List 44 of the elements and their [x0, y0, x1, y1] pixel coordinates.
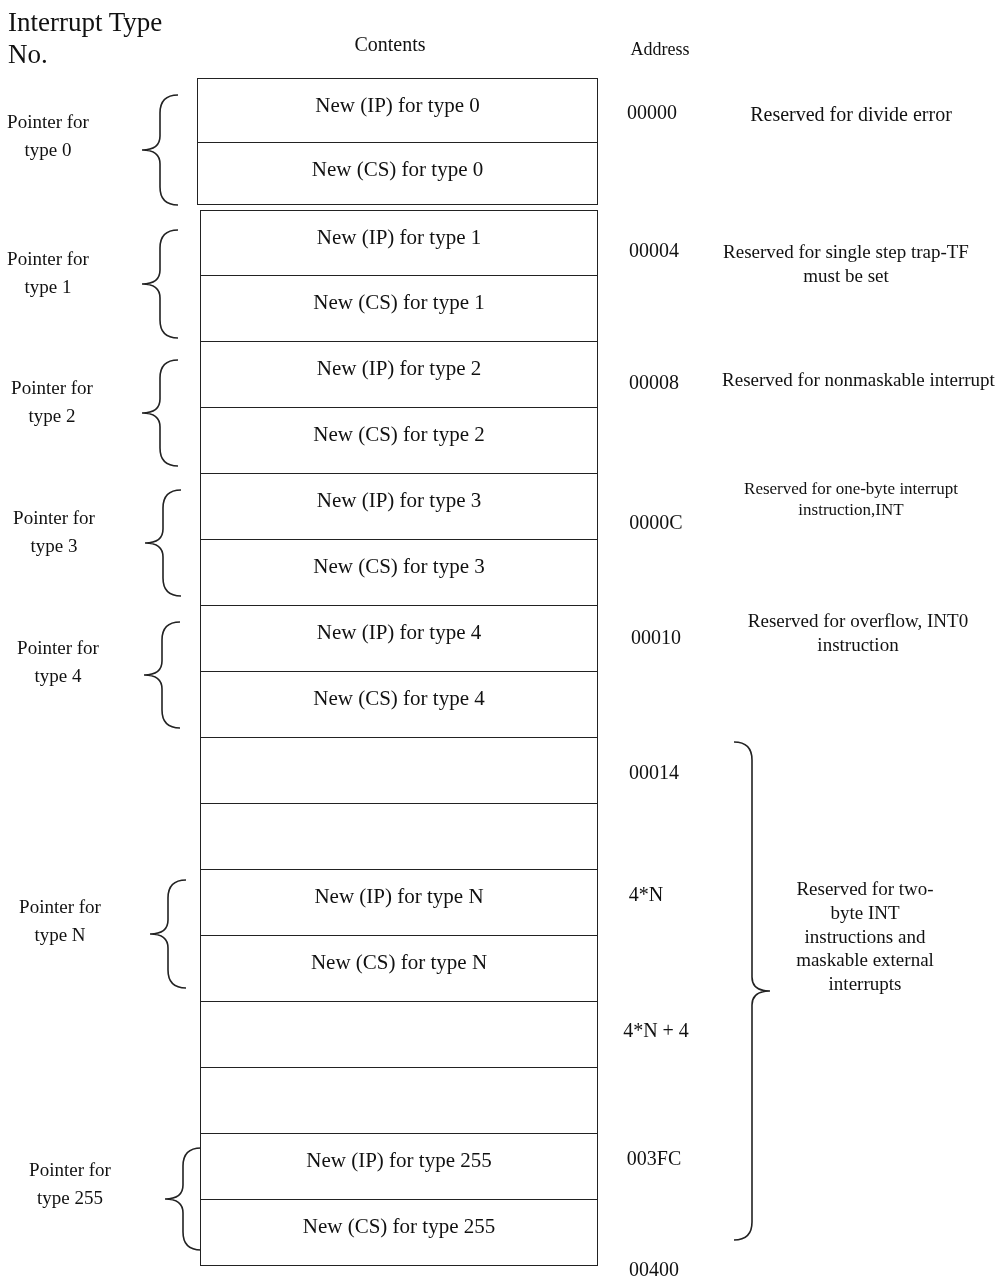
memory-cell: New (IP) for type N: [200, 870, 598, 936]
address-label: 00008: [628, 370, 680, 395]
note: Reserved for overflow, INT0 instruction: [746, 609, 970, 657]
address-label: 003FC: [625, 1146, 683, 1171]
memory-cell: New (CS) for type 1: [200, 276, 598, 342]
address-label: 00010: [630, 625, 682, 650]
memory-cell: New (IP) for type 1: [200, 210, 598, 276]
memory-cell: New (CS) for type N: [200, 936, 598, 1002]
address-label: 00004: [628, 238, 680, 263]
address-label: 4*N + 4: [622, 1018, 690, 1043]
pointer-label: Pointer for type 1: [6, 247, 90, 299]
pointer-label: Pointer for type 0: [6, 110, 90, 162]
empty-memory-cell: [200, 738, 598, 804]
address-label: 4*N: [627, 882, 665, 907]
memory-cell: New (CS) for type 255: [200, 1200, 598, 1266]
address-label: 00000: [626, 100, 678, 125]
pointer-label: Pointer for type 4: [16, 636, 100, 688]
note: Reserved for divide error: [749, 102, 953, 127]
pointer-label: Pointer for type 255: [28, 1158, 112, 1210]
note: Reserved for one-byte interrupt instruction,INT: [743, 478, 959, 521]
memory-cell: New (CS) for type 2: [200, 408, 598, 474]
note: Reserved for single step trap-TF must be set: [722, 240, 970, 288]
note: Reserved for two-byte INT instructions and maskable external interrupts: [795, 877, 935, 996]
memory-cell: New (IP) for type 4: [200, 606, 598, 672]
empty-memory-cell: [200, 1002, 598, 1068]
pointer-label: Pointer for type N: [18, 895, 102, 947]
address-label: 00014: [628, 760, 680, 785]
memory-cell: New (CS) for type 4: [200, 672, 598, 738]
address-label: 00400: [628, 1257, 680, 1278]
column-heading: Contents: [353, 32, 427, 57]
address-label: 0000C: [628, 510, 684, 535]
memory-cell: New (IP) for type 0: [197, 78, 598, 143]
pointer-label: Pointer for type 2: [10, 376, 94, 428]
memory-cell: New (CS) for type 3: [200, 540, 598, 606]
heading: Interrupt Type No.: [8, 6, 164, 71]
empty-memory-cell: [200, 804, 598, 870]
empty-memory-cell: [200, 1068, 598, 1134]
pointer-label: Pointer for type 3: [12, 506, 96, 558]
column-heading: Address: [629, 38, 691, 61]
memory-cell: New (IP) for type 2: [200, 342, 598, 408]
memory-cell: New (CS) for type 0: [197, 143, 598, 205]
note: Reserved for nonmaskable interrupt: [721, 368, 996, 392]
memory-cell: New (IP) for type 3: [200, 474, 598, 540]
memory-cell: New (IP) for type 255: [200, 1134, 598, 1200]
